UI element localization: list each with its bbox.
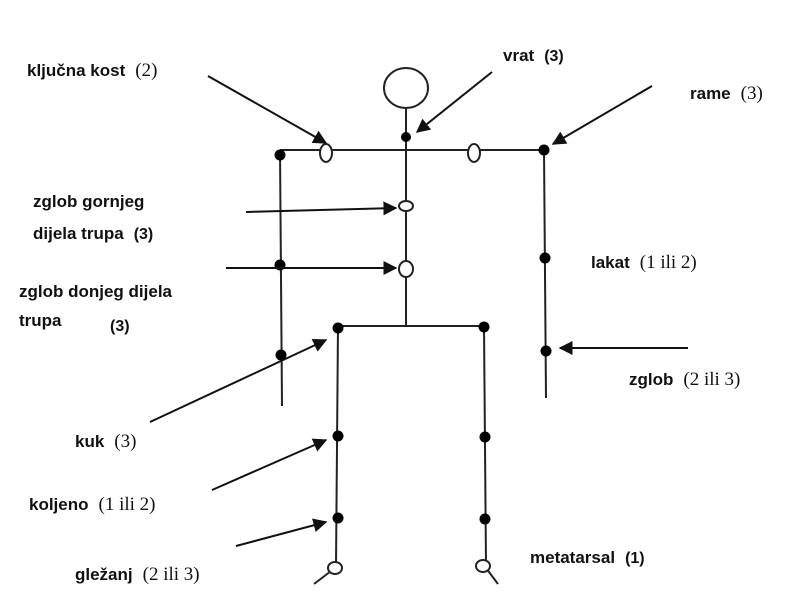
left-clavicle-joint — [319, 143, 333, 163]
label-name: ključna kost — [27, 61, 126, 80]
arrow-vrat — [415, 71, 493, 133]
label-name: trupa — [19, 311, 62, 330]
right-hip-joint — [478, 321, 490, 333]
dof-value: (3) — [114, 431, 137, 452]
dof-value: (2 ili 3) — [683, 369, 741, 390]
dof-value: (1 ili 2) — [639, 252, 697, 273]
right-leg — [483, 325, 487, 567]
label-name: dijela trupa — [33, 224, 124, 243]
label-kuk: kuk (3) — [75, 432, 136, 452]
dof-value: (3) — [544, 48, 564, 65]
neck-joint — [401, 132, 411, 142]
label-name: lakat — [591, 253, 630, 272]
right-clavicle-joint — [467, 143, 481, 163]
label-name: koljeno — [29, 495, 89, 514]
label-zglob-donjeg-line2: trupa — [19, 311, 62, 331]
label-zglob-gornjeg-line1: zglob gornjeg — [33, 192, 144, 212]
left-wrist-joint — [275, 349, 287, 361]
left-arm — [279, 149, 283, 407]
right-arm — [543, 149, 547, 399]
arrow-glezanj — [235, 518, 328, 547]
left-knee-joint — [332, 430, 344, 442]
label-metatarsal: metatarsal (1) — [530, 548, 645, 569]
label-name: zglob gornjeg — [33, 192, 145, 211]
lower-torso-joint — [398, 260, 414, 278]
dof-value: (1 ili 2) — [98, 494, 156, 515]
dof-value: (1) — [625, 550, 645, 567]
label-name: metatarsal — [530, 548, 616, 567]
label-name: zglob — [629, 370, 674, 389]
label-vrat: vrat (3) — [503, 46, 564, 67]
arrow-kljucna-kost — [207, 75, 328, 144]
label-rame: rame (3) — [690, 84, 763, 104]
label-name: kuk — [75, 432, 105, 451]
label-koljeno: koljeno (1 ili 2) — [29, 495, 156, 515]
dof-value: (2) — [135, 60, 158, 81]
right-shoulder-joint — [538, 144, 550, 156]
label-name: zglob donjeg dijela — [19, 282, 172, 301]
head — [383, 67, 429, 109]
label-zglob-donjeg-line1: zglob donjeg dijela — [19, 282, 172, 302]
label-zglob: zglob (2 ili 3) — [629, 370, 740, 390]
label-name: gležanj — [75, 565, 133, 584]
left-shoulder-joint — [274, 149, 286, 161]
right-wrist-joint — [540, 345, 552, 357]
label-zglob-donjeg-dof: (3) — [110, 316, 130, 337]
right-elbow-joint — [539, 252, 551, 264]
dof-value: (3) — [740, 83, 763, 104]
label-glezanj: gležanj (2 ili 3) — [75, 565, 200, 585]
left-hip-joint — [332, 322, 344, 334]
label-name: vrat — [503, 46, 535, 65]
arrow-kuk — [149, 338, 328, 423]
label-zglob-gornjeg-line2: dijela trupa (3) — [33, 224, 153, 245]
right-metatarsal-joint — [475, 559, 491, 573]
left-leg — [335, 325, 339, 567]
right-ankle-joint — [479, 513, 491, 525]
left-metatarsal-joint — [327, 561, 343, 575]
arrow-zglob-gornjeg — [245, 201, 398, 216]
right-knee-joint — [479, 431, 491, 443]
label-lakat: lakat (1 ili 2) — [591, 253, 697, 273]
dof-value: (3) — [133, 226, 154, 243]
left-ankle-joint — [332, 512, 344, 524]
arrow-koljeno — [211, 438, 328, 491]
dof-value: (3) — [110, 318, 130, 335]
dof-value: (2 ili 3) — [142, 564, 200, 585]
arrow-rame — [551, 85, 653, 145]
label-kljucna-kost: ključna kost (2) — [27, 61, 157, 81]
label-name: rame — [690, 84, 731, 103]
upper-torso-joint — [398, 200, 414, 212]
